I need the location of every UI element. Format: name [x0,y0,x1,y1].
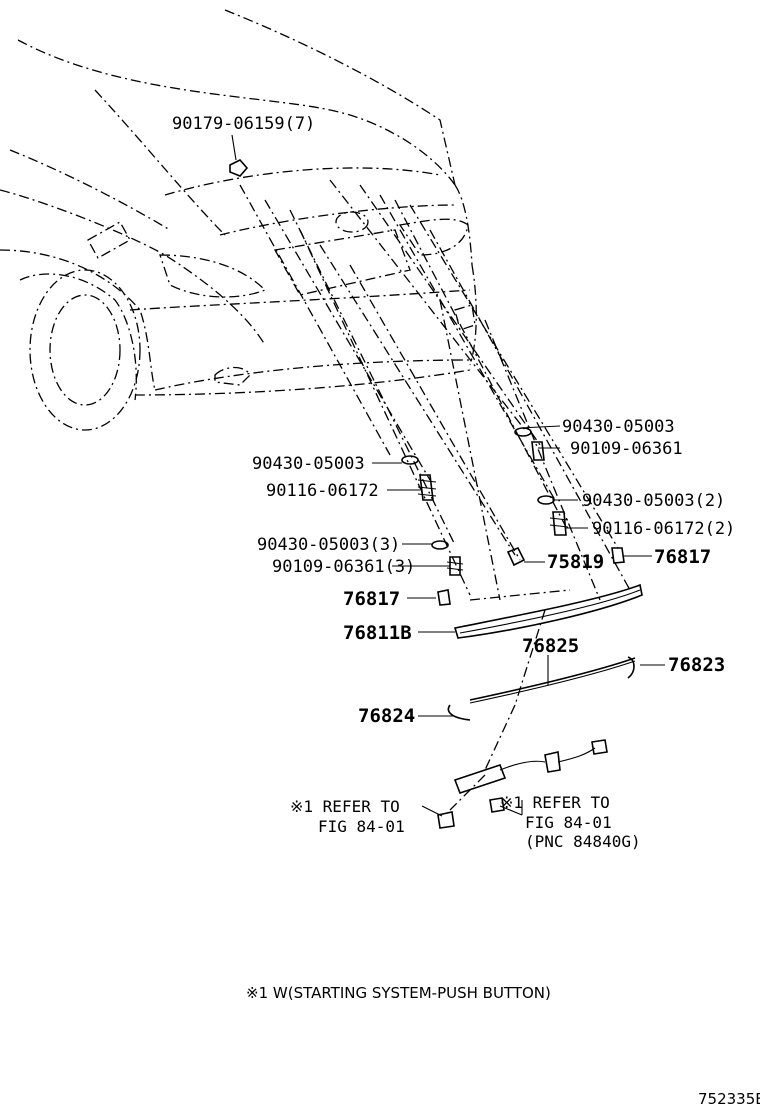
label-90430-05003-3: 90430-05003(3) [257,535,400,555]
label-76823: 76823 [668,654,725,676]
label-76817-right: 76817 [654,546,711,568]
label-90116-06172-2: 90116-06172(2) [592,519,735,539]
label-90430-05003-2: 90430-05003(2) [582,491,725,511]
label-90116-06172: 90116-06172 [266,481,379,501]
label-90430-05003-b: 90430-05003 [252,454,365,474]
screw-left-upper-icon [417,474,437,501]
label-76811b: 76811B [343,622,412,644]
screw-switch-icon [437,811,455,829]
car-body-outline [0,9,477,431]
ref-right-line2: FIG 84-01 [525,813,612,832]
label-76825: 76825 [522,635,579,657]
clip-75819-icon [506,546,526,567]
part-labels: 90179-06159(7) 90430-05003 90109-06361 9… [172,114,735,727]
moulding-76825-icon [469,657,636,704]
ref-right-line3: (PNC 84840G) [525,832,641,851]
clip-76817-right-icon [611,547,625,564]
endcap-76824-icon [447,704,471,721]
projection-lines [239,179,631,811]
label-90430-05003-a: 90430-05003 [562,417,675,437]
clip-90179-icon [229,159,249,177]
part-shapes [229,159,643,829]
label-76817-left: 76817 [343,588,400,610]
ref-right-line1: ※1 REFER TO [500,793,610,812]
screw-right-upper-icon [531,441,545,461]
screw-left-lower-icon [446,556,464,576]
footnote: ※1 W(STARTING SYSTEM-PUSH BUTTON) [246,984,551,1002]
washer-left-lower-icon [431,540,449,550]
label-76824: 76824 [358,705,415,727]
label-90109-06361-3: 90109-06361(3) [272,557,415,577]
washer-right-lower-icon [537,495,555,505]
endcap-76823-icon [627,656,635,679]
diagram-id: 752335B [698,1090,760,1108]
label-75819: 75819 [547,551,604,573]
ref-left-line2: FIG 84-01 [318,817,405,836]
garnish-76811b-icon [453,583,643,639]
label-90179-06159: 90179-06159(7) [172,114,315,134]
ref-left-line1: ※1 REFER TO [290,797,400,816]
label-90109-06361: 90109-06361 [570,439,683,459]
leader-lines [231,134,665,817]
clip-76817-left-icon [437,589,451,606]
washer-left-upper-icon [401,455,419,465]
washer-right-upper-icon [514,427,532,437]
screw-right-lower-icon [549,511,569,536]
reference-notes: ※1 REFER TO FIG 84-01 ※1 REFER TO FIG 84… [290,793,641,851]
switch-harness-icon [453,739,608,813]
